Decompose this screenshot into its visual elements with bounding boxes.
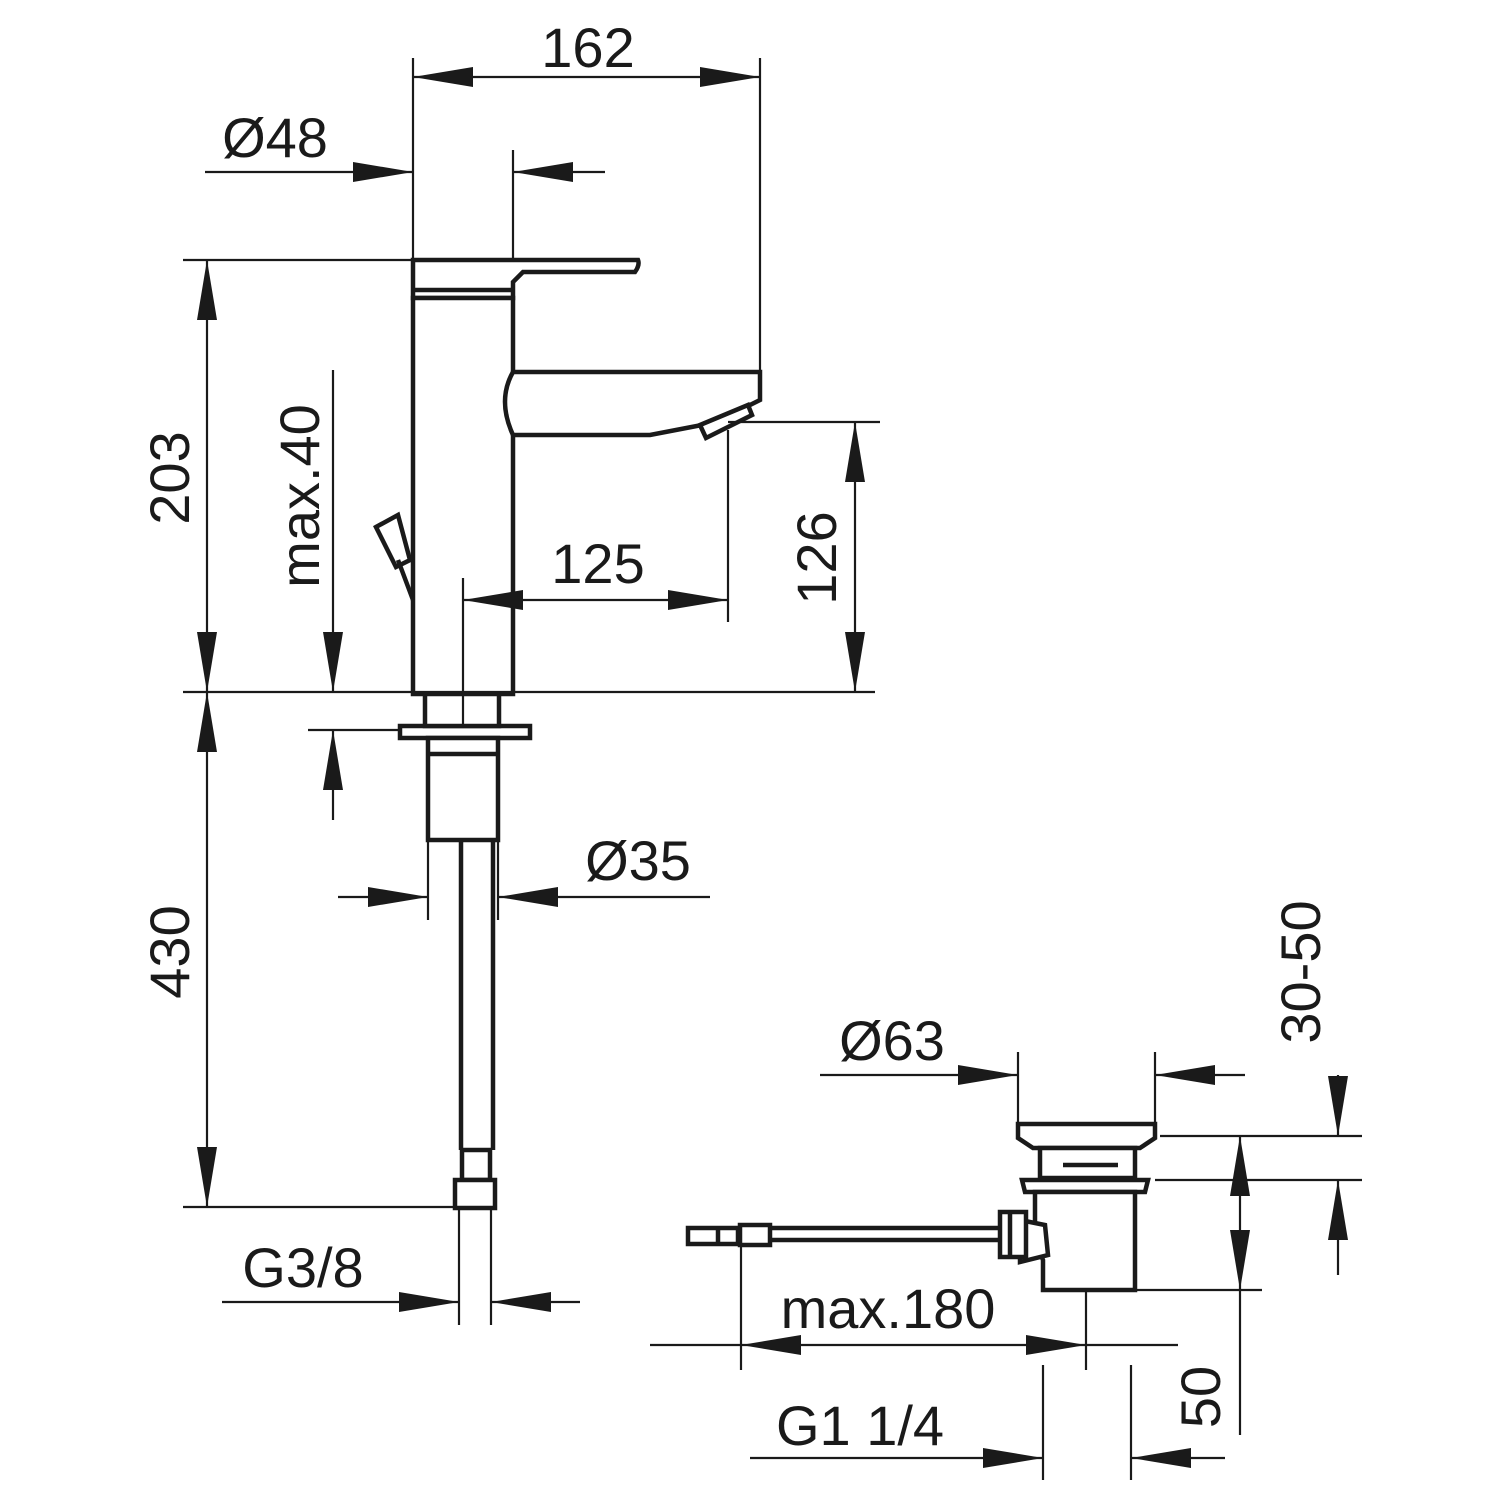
- label-waste-thread: G1 1/4: [776, 1394, 944, 1457]
- dimension-lines: [183, 58, 1362, 1480]
- label-plug-diameter: Ø63: [839, 1009, 945, 1072]
- label-spout-height: 126: [785, 511, 848, 604]
- label-deck-thickness: max.40: [268, 404, 331, 588]
- waste-body: [1032, 1189, 1138, 1293]
- label-plug-stroke: 30-50: [1269, 900, 1332, 1043]
- plug-head: [1015, 1121, 1158, 1151]
- label-height-total: 203: [138, 431, 201, 524]
- label-rod-length: max.180: [781, 1277, 996, 1340]
- label-spout-reach: 125: [551, 532, 644, 595]
- rod-end: [685, 1225, 741, 1247]
- label-waste-height: 50: [1169, 1366, 1232, 1428]
- label-shank-diameter: Ø35: [585, 829, 691, 892]
- hose-ferrule: [459, 1147, 493, 1183]
- rod-nut: [997, 1209, 1029, 1260]
- label-width-overall: 162: [541, 16, 634, 79]
- lever-handle: [410, 257, 641, 301]
- label-body-diameter: Ø48: [222, 106, 328, 169]
- dimension-labels: 162 Ø48 203 max.40 125 126 Ø35 430 G3/8 …: [138, 16, 1332, 1457]
- label-hose-length: 430: [138, 905, 201, 998]
- popup-rod-knob: [373, 511, 413, 571]
- faucet-drawing: [373, 257, 763, 1211]
- popup-rod: [395, 559, 416, 601]
- aerator: [696, 402, 755, 442]
- hose-nut: [452, 1177, 498, 1211]
- label-hose-connection: G3/8: [242, 1236, 363, 1299]
- rod-clip: [737, 1222, 773, 1248]
- waste-flange: [1019, 1177, 1151, 1195]
- waste-drawing: [685, 1121, 1158, 1293]
